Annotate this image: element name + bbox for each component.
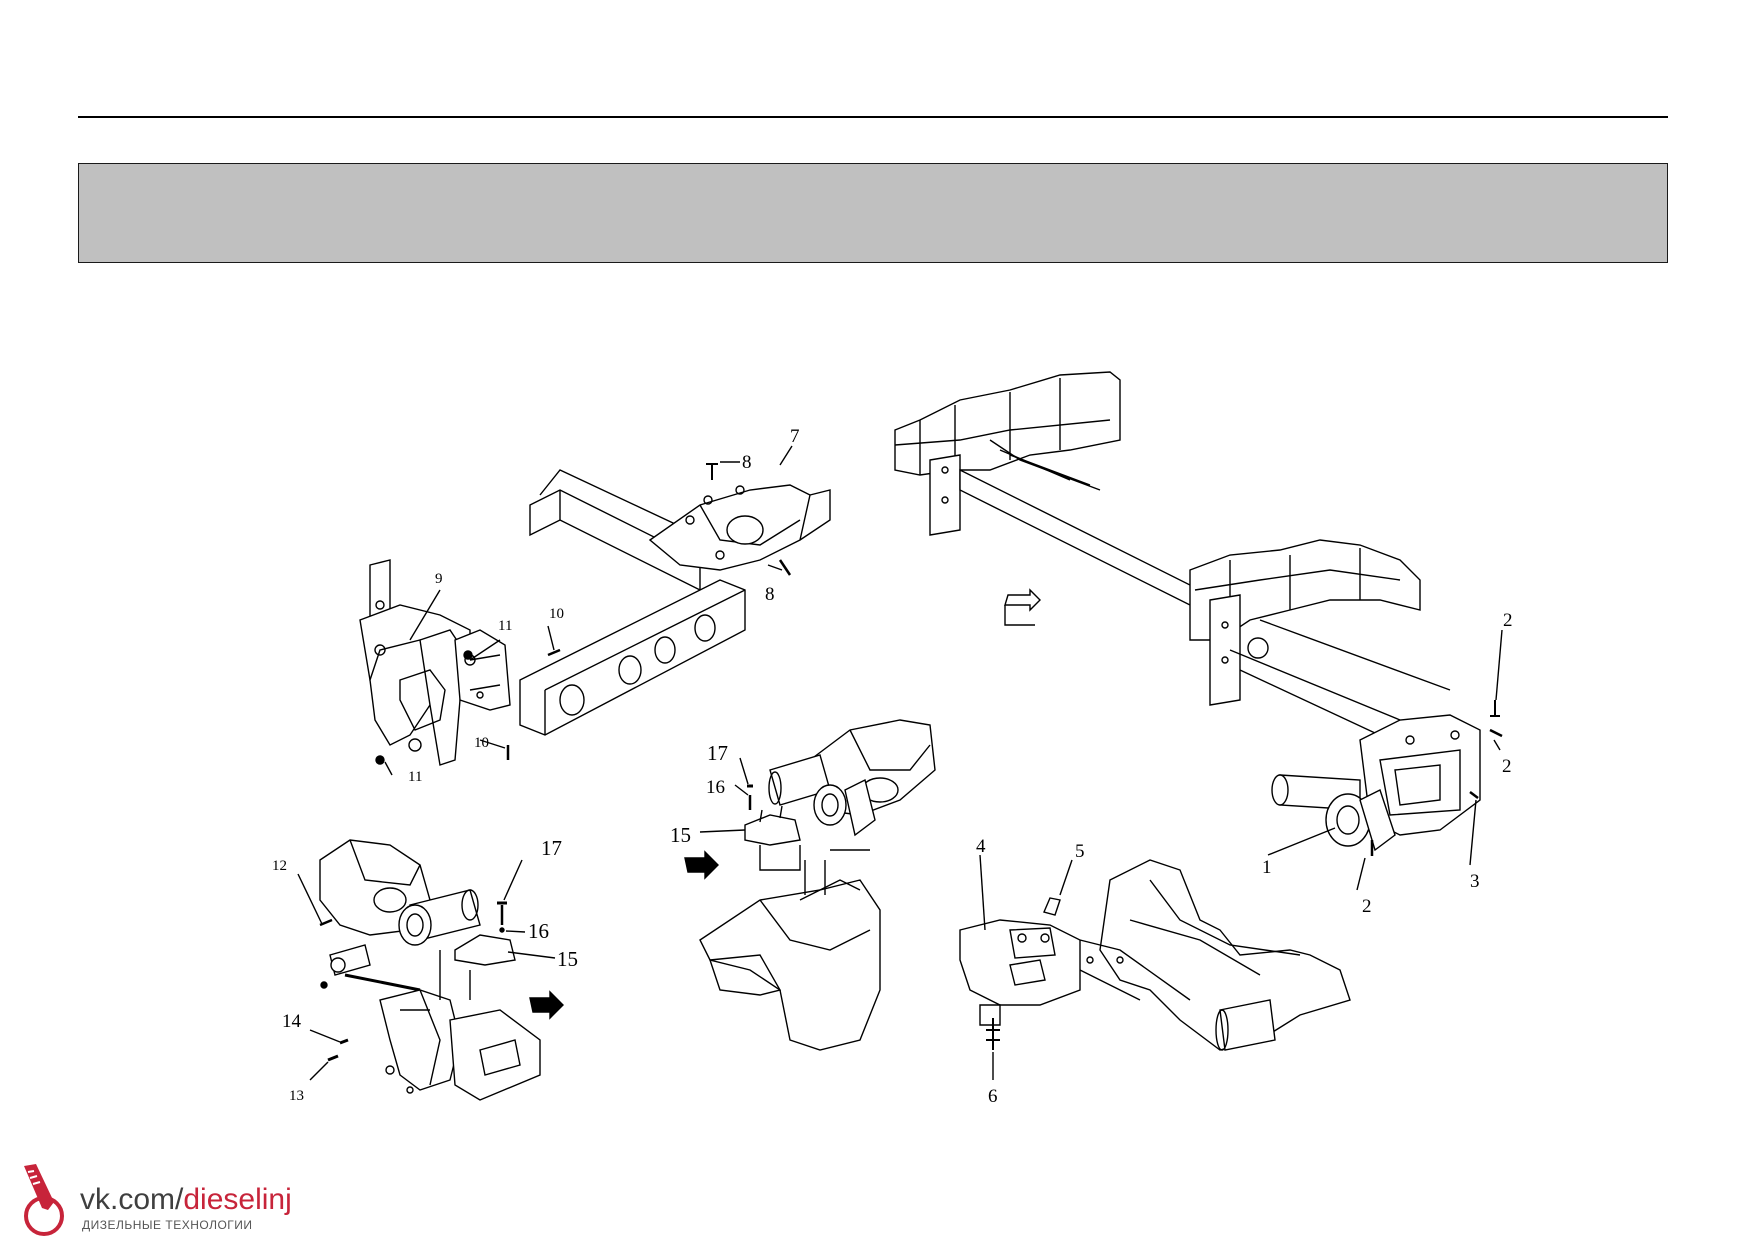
logo-subtitle: ДИЗЕЛЬНЫЕ ТЕХНОЛОГИИ (82, 1218, 253, 1232)
callout-2-mid: 2 (1502, 756, 1512, 777)
title-bar (78, 163, 1668, 263)
callout-2-top: 2 (1503, 610, 1513, 631)
callout-6: 6 (988, 1086, 998, 1107)
callout-10-top: 10 (549, 606, 564, 622)
callout-17-bottom: 17 (541, 836, 562, 860)
callout-16-middle: 16 (706, 777, 725, 798)
logo-accent: dieselinj (183, 1183, 292, 1216)
forward-arrow-icon (529, 990, 564, 1020)
forward-arrow-icon (1004, 588, 1041, 612)
callout-7: 7 (790, 426, 800, 447)
callout-10-bottom: 10 (474, 735, 489, 751)
callout-2-bottom: 2 (1362, 896, 1372, 917)
middle-frame-assembly (684, 719, 936, 1051)
right-frame-assembly (894, 371, 1503, 1080)
footer-logo[interactable]: vk.com/dieselinj (80, 1183, 292, 1217)
forward-arrow-icon (684, 850, 719, 880)
callout-3: 3 (1470, 871, 1480, 892)
callout-14: 14 (282, 1011, 302, 1032)
callout-11-top: 11 (498, 618, 512, 634)
dieselinj-logo-icon (24, 1164, 64, 1236)
logo-prefix: vk.com/ (80, 1183, 184, 1216)
callout-17-middle: 17 (707, 741, 728, 765)
callout-15-middle: 15 (670, 823, 691, 847)
bottom-left-frame-assembly (297, 839, 564, 1101)
callout-11-bottom: 11 (408, 769, 422, 785)
top-rule (78, 116, 1668, 118)
callout-5: 5 (1075, 841, 1085, 862)
top-left-frame-assembly (359, 445, 831, 776)
callout-15-bottom: 15 (557, 947, 578, 971)
callout-8-bottom: 8 (765, 584, 775, 605)
callout-1: 1 (1262, 857, 1272, 878)
callout-16-bottom: 16 (528, 919, 549, 943)
callout-12: 12 (272, 858, 287, 874)
callout-13: 13 (289, 1088, 304, 1104)
callout-9: 9 (435, 571, 443, 587)
callout-4: 4 (976, 836, 986, 857)
callout-8-top: 8 (742, 452, 752, 473)
